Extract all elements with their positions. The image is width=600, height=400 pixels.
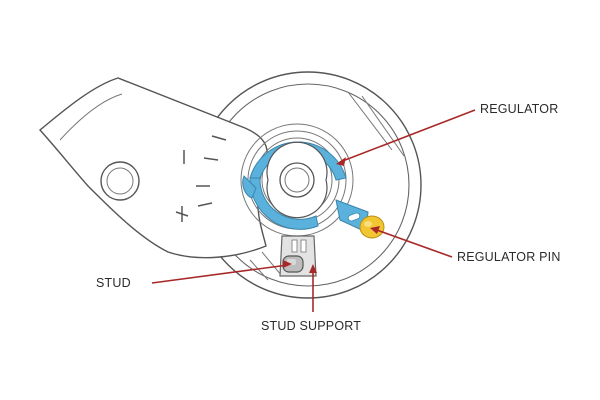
regulator-scale xyxy=(175,135,227,222)
regulator-pin-label: REGULATOR PIN xyxy=(457,250,561,264)
balance-cock xyxy=(38,77,268,259)
center-collet xyxy=(266,141,328,219)
stud-leader xyxy=(151,264,289,284)
leader-arrowheads xyxy=(283,157,380,273)
stud-label: STUD xyxy=(96,276,131,290)
regulator-leader xyxy=(339,109,476,163)
stud-support-label: STUD SUPPORT xyxy=(261,319,361,333)
regulator-pin-leader xyxy=(373,228,453,258)
stud xyxy=(282,255,304,273)
regulator-pin xyxy=(359,215,385,239)
regulator-label: REGULATOR xyxy=(480,102,558,116)
leader-lines xyxy=(151,109,476,312)
